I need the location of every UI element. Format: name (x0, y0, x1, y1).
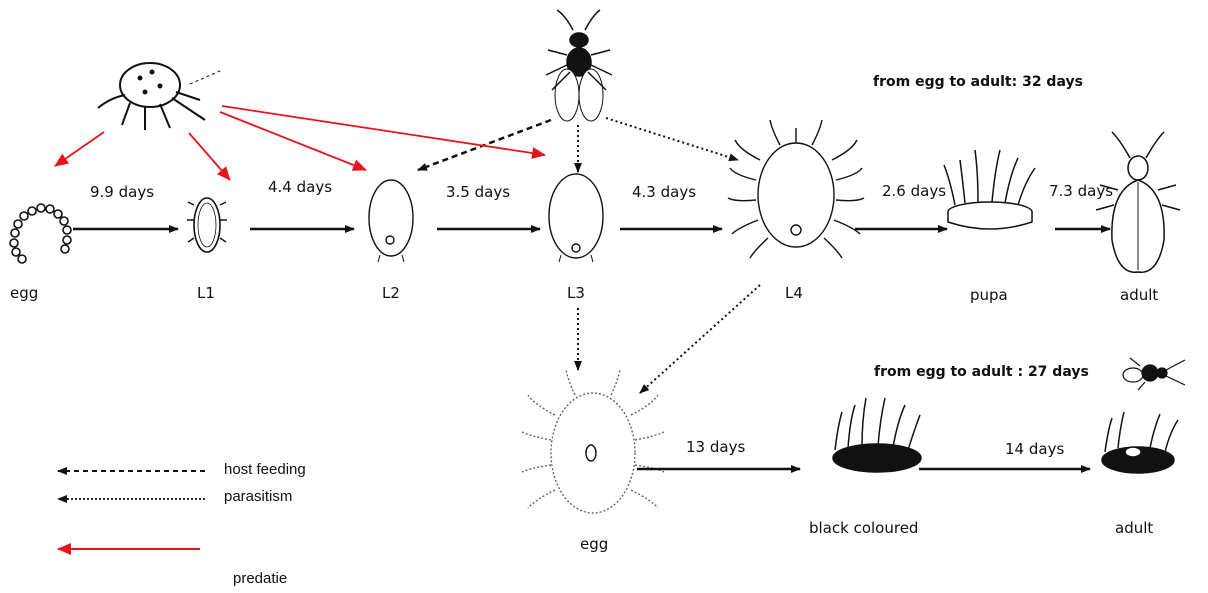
duration-l1-l2: 4.4 days (268, 178, 332, 196)
stage-label-l3: L3 (567, 284, 585, 302)
stage-label-pupa: pupa (970, 286, 1008, 304)
larva-l1-icon (187, 198, 227, 252)
stage-label-black-coloured: black coloured (809, 519, 918, 537)
predation-arrows (55, 106, 545, 180)
parasitism-arrows (578, 118, 760, 393)
stage-label-l2: L2 (382, 284, 400, 302)
duration-egg-l1: 9.9 days (90, 183, 154, 201)
stage-label-l1: L1 (197, 284, 215, 302)
stage-label-egg: egg (10, 284, 38, 302)
larva-l3-icon (549, 174, 603, 262)
legend-predation: predatie (233, 570, 287, 587)
stage-label-l4: L4 (785, 284, 803, 302)
duration-l4-pupa: 2.6 days (882, 182, 946, 200)
predator-mite-icon (98, 63, 222, 130)
adult-whitefly-icon (1096, 132, 1180, 272)
summary-top: from egg to adult: 32 days (873, 74, 1083, 90)
stage-label-adult: adult (1120, 286, 1158, 304)
parasitized-larva-icon (522, 370, 664, 513)
duration-egg-black: 13 days (686, 438, 745, 456)
larva-l4-icon (728, 120, 864, 258)
duration-l2-l3: 3.5 days (446, 183, 510, 201)
duration-black-adult: 14 days (1005, 440, 1064, 458)
stage-label-parasitized-egg: egg (580, 535, 608, 553)
small-wasp-icon (1123, 358, 1185, 390)
black-coloured-pupa-icon (833, 398, 921, 472)
stage-label-bottom-adult: adult (1115, 519, 1153, 537)
legend-host-feeding: host feeding (224, 461, 306, 478)
summary-bottom: from egg to adult : 27 days (874, 364, 1089, 380)
pupa-icon (944, 150, 1035, 229)
duration-l3-l4: 4.3 days (632, 183, 696, 201)
duration-pupa-adult: 7.3 days (1049, 182, 1113, 200)
parasitoid-wasp-icon (546, 10, 612, 121)
legend-parasitism: parasitism (224, 488, 292, 505)
larva-l2-icon (369, 180, 413, 262)
egg-stage-icon (10, 204, 71, 263)
emerging-adult-icon (1102, 412, 1178, 473)
